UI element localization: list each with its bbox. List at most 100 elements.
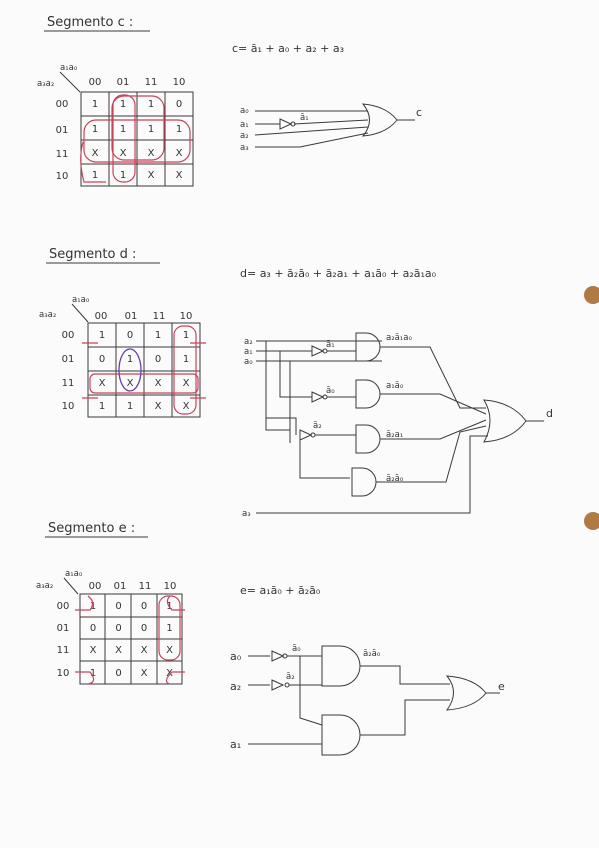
circuit-e-input: a₀ [230, 650, 242, 663]
kmap-d-row-header: 11 [62, 378, 75, 389]
kmap-cell: X [141, 668, 148, 679]
circuit-e-not-label: ā₀ [292, 644, 301, 654]
kmap-e-col-header: 11 [139, 581, 152, 592]
kmap-e-col-var: a₁a₀ [65, 569, 83, 579]
kmap-cell: 0 [127, 330, 133, 341]
circuit-e-not-label: ā₂ [286, 672, 295, 682]
circuit-c-output: c [416, 106, 422, 119]
circuit-c-input: a₂ [240, 131, 249, 141]
circuit-d-and-gate [355, 379, 381, 409]
circuit-d-output: d [546, 407, 553, 420]
circuit-c-wires [254, 110, 369, 148]
circuit-d-and-gate [355, 332, 381, 362]
kmap-d-col-header: 01 [125, 311, 138, 322]
binder-hole-top [584, 286, 599, 304]
kmap-cell: 1 [120, 124, 126, 135]
kmap-cell: 1 [148, 99, 154, 110]
kmap-d-row-header: 00 [62, 330, 75, 341]
circuit-d-input: a₁ [244, 347, 253, 357]
circuit-d-input-a3: a₃ [242, 509, 251, 519]
circuit-c: a₀ a₁ a₂ a₃ ā₁ c [240, 103, 422, 153]
circuit-e-branch-wires [287, 655, 323, 726]
circuit-e-and-gate [321, 714, 361, 756]
circuit-e-and-gate [321, 645, 361, 687]
circuit-e-or-inputs [360, 665, 450, 736]
kmap-cell: X [148, 148, 155, 159]
kmap-c-col-header: 11 [145, 77, 158, 88]
kmap-cell: 0 [115, 623, 121, 634]
circuit-d: a₂ a₁ a₀ ā₁ ā₀ ā₂ a₂ā₁a₀ a₁a [242, 332, 553, 519]
kmap-cell: 1 [127, 354, 133, 365]
kmap-e-group-loop [165, 595, 185, 685]
binder-hole-bottom [584, 512, 599, 530]
kmap-cell: X [166, 668, 173, 679]
circuit-e-not-gate [271, 650, 285, 662]
circuit-e-or-gate [445, 675, 487, 711]
circuit-c-or-gate [361, 103, 398, 137]
circuit-d-or-gate [483, 399, 527, 443]
kmap-c-group-loop [83, 119, 191, 163]
kmap-d-col-header: 11 [153, 311, 166, 322]
kmap-d-group-loop [118, 348, 142, 392]
kmap-cell: X [148, 170, 155, 181]
kmap-e-row-header: 01 [57, 623, 70, 634]
kmap-e-col-header: 00 [89, 581, 102, 592]
kmap-c-group-loop [112, 94, 136, 183]
kmap-e-row-header: 00 [57, 601, 70, 612]
circuit-e-not-gate [271, 679, 285, 691]
kmap-cell: X [92, 148, 99, 159]
section-d-equation: d= a₃ + ā₂ā₀ + ā₂a₁ + a₁ā₀ + a₂ā₁a₀ [240, 267, 437, 280]
section-d-title: Segmento d : [49, 247, 136, 262]
kmap-d-group-loop [173, 325, 197, 415]
kmap-c-diagonal [59, 71, 81, 93]
kmap-cell: 1 [99, 330, 105, 341]
kmap-cell: 1 [92, 99, 98, 110]
kmap-d-col-var: a₁a₀ [72, 295, 90, 305]
kmap-e-col-header: 01 [114, 581, 127, 592]
kmap-cell: 0 [115, 601, 121, 612]
kmap-d-row-var: a₃a₂ [39, 310, 56, 320]
kmap-cell: 1 [99, 401, 105, 412]
circuit-d-gate-label: a₂ā₁a₀ [386, 333, 412, 343]
kmap-c-row-var: a₃a₂ [37, 79, 54, 89]
circuit-c-input: a₃ [240, 143, 249, 153]
kmap-cell: 1 [183, 354, 189, 365]
circuit-c-not-gate [279, 118, 293, 130]
circuit-e-output: e [498, 680, 505, 693]
kmap-d-row-header: 10 [62, 401, 75, 412]
kmap-cell: 0 [176, 99, 182, 110]
circuit-d-not-label: ā₀ [326, 386, 335, 396]
circuit-d-input: a₀ [244, 357, 253, 367]
circuit-e: a₀ a₂ a₁ ā₀ ā₂ ā₂ā₀ e [230, 644, 505, 756]
kmap-cell: X [183, 401, 190, 412]
kmap-cell: X [155, 378, 162, 389]
kmap-c-row-header: 11 [56, 149, 69, 160]
kmap-d-col-header: 10 [180, 311, 193, 322]
circuit-e-input: a₂ [230, 680, 241, 693]
circuit-d-not-gate [299, 429, 313, 441]
kmap-e-diagonal [63, 577, 79, 595]
kmap-cell: 0 [115, 668, 121, 679]
kmap-c-row-header: 00 [56, 99, 69, 110]
kmap-cell: X [176, 148, 183, 159]
circuit-e-gate-label: ā₂ā₀ [363, 649, 381, 659]
kmap-c-row-header: 01 [56, 125, 69, 136]
kmap-cell: 1 [127, 401, 133, 412]
kmap-cell: X [166, 645, 173, 656]
kmap-cell: 1 [90, 601, 96, 612]
kmap-cell: 1 [92, 170, 98, 181]
kmap-cell: 0 [99, 354, 105, 365]
section-c: Segmento c : c= ā₁ + a₀ + a₂ + a₃ a₁a₀ … [37, 15, 422, 187]
kmap-e-row-var: a₃a₂ [36, 581, 53, 591]
kmap-cell: X [155, 401, 162, 412]
kmap-c-col-header: 00 [89, 77, 102, 88]
section-c-title: Segmento c : [47, 15, 133, 30]
section-e-title: Segmento e : [48, 521, 135, 536]
circuit-c-not-label: ā₁ [300, 113, 309, 123]
kmap-c-group-loop [80, 141, 106, 183]
kmap-c-col-header: 10 [173, 77, 186, 88]
kmap-e-row-header: 10 [57, 668, 70, 679]
circuit-d-gate-label: ā₂a₁ [386, 430, 403, 440]
